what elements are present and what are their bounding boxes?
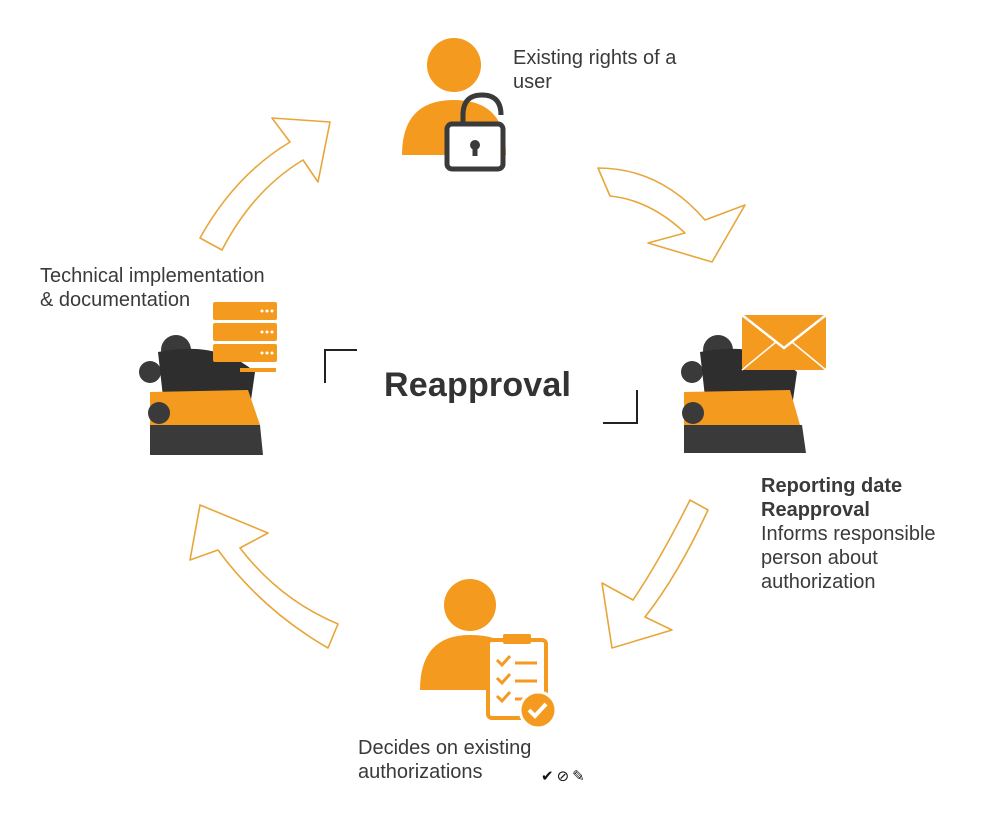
decides-label: Decides on existing authorizations xyxy=(358,736,531,784)
technical-line-2: & documentation xyxy=(40,289,191,311)
cancel-icon: ⊘ xyxy=(556,767,570,785)
technical-line-1: Technical implementation xyxy=(40,265,265,287)
checkmark-icon: ✔ xyxy=(541,767,554,785)
existing-rights-label: Existing rights of a user xyxy=(513,46,676,94)
cycle-arrow-top-right xyxy=(597,167,746,263)
cycle-arrow-right-down xyxy=(601,499,709,649)
technical-implementation-label: Technical implementation & documentation xyxy=(40,264,265,312)
decides-line-1: Decides on existing xyxy=(358,737,532,759)
existing-rights-line-2: user xyxy=(513,71,552,93)
reporting-line-3: authorization xyxy=(761,571,876,593)
decision-mini-icons: ✔⊘✎ xyxy=(541,767,588,785)
reporting-line-1: Informs responsible xyxy=(761,523,936,545)
decides-line-2: authorizations xyxy=(358,761,483,783)
bracket-top-left xyxy=(324,349,357,383)
reporting-date-label: Reporting date Reapproval Informs respon… xyxy=(761,474,936,594)
user-checklist-icon xyxy=(420,579,558,730)
reporting-bold-line-1: Reporting date xyxy=(761,475,903,497)
user-unlock-icon xyxy=(402,38,506,172)
existing-rights-line-1: Existing rights of a xyxy=(513,47,677,69)
diagram-center-title: Reapproval xyxy=(384,366,572,404)
reporting-bold-line-2: Reapproval xyxy=(761,499,870,521)
cycle-arrow-left-up xyxy=(199,117,331,251)
bracket-bottom-right xyxy=(603,390,638,424)
team-mail-icon xyxy=(681,314,827,453)
team-server-icon xyxy=(139,302,277,455)
reporting-line-2: person about xyxy=(761,547,878,569)
edit-icon: ✎ xyxy=(572,767,585,785)
cycle-arrow-bottom-left xyxy=(189,504,339,649)
